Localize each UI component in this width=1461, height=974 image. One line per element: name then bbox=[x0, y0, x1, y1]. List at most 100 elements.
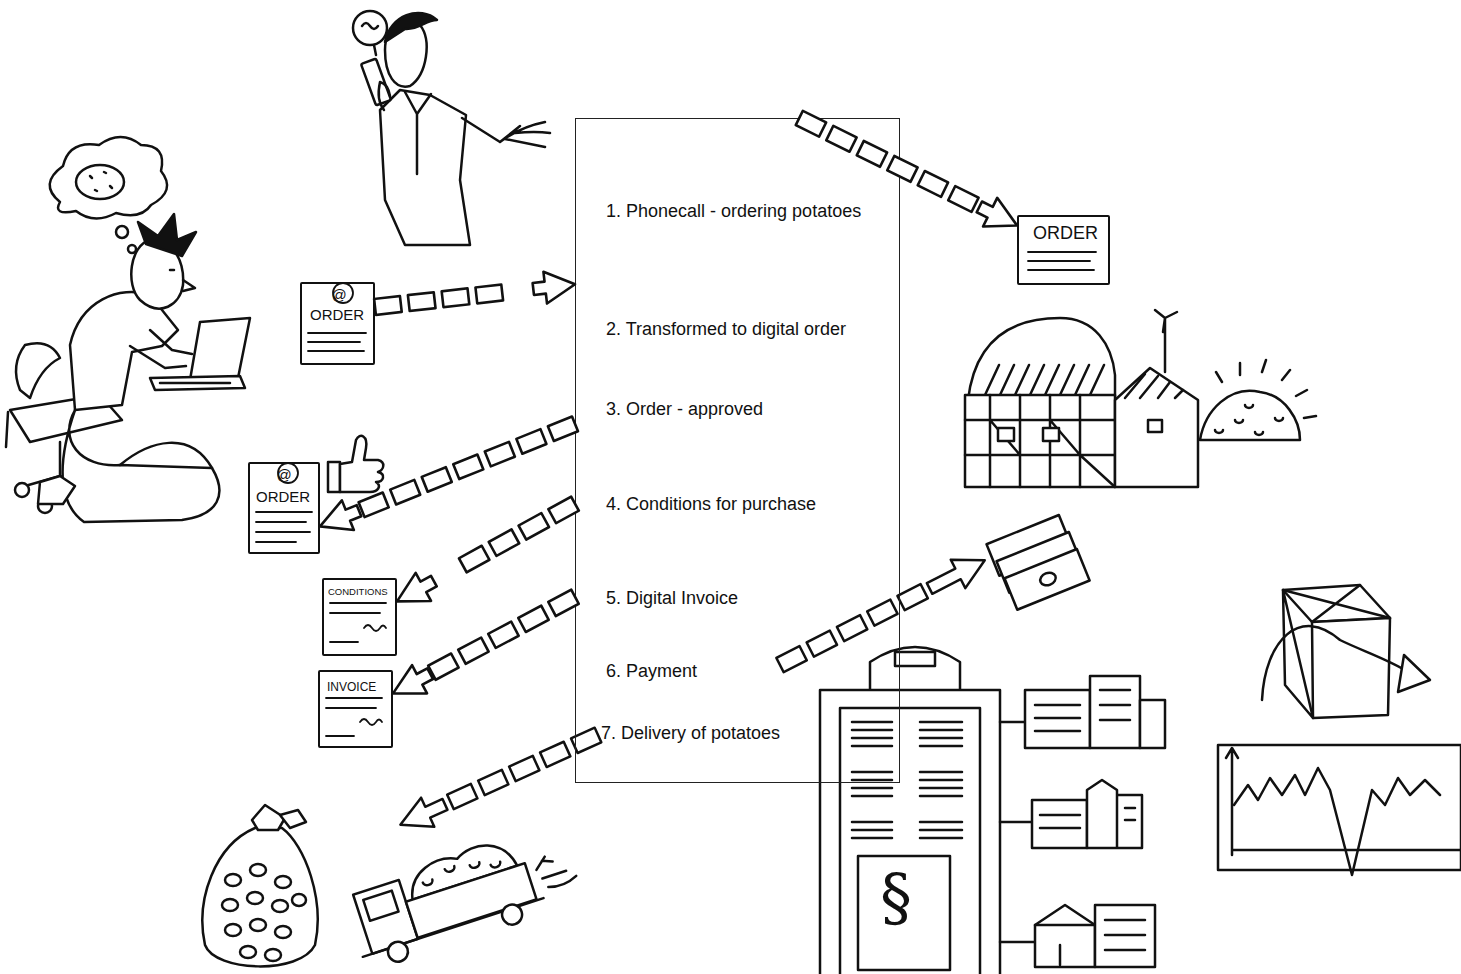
person-at-laptop-part bbox=[38, 476, 75, 504]
man-on-phone-part bbox=[385, 13, 437, 42]
dashed-arrow bbox=[389, 490, 582, 616]
farm-part bbox=[1148, 420, 1162, 432]
arrow-dash bbox=[548, 590, 578, 616]
arrow-dash bbox=[489, 529, 519, 556]
potato-sack-part bbox=[252, 805, 285, 830]
farm-part bbox=[1043, 428, 1059, 441]
office-buildings-part bbox=[1140, 700, 1165, 748]
document-title: ORDER bbox=[310, 306, 364, 323]
farm-part bbox=[998, 428, 1014, 441]
step-text: 4. Conditions for purchase bbox=[606, 494, 816, 515]
delivery-truck bbox=[341, 820, 584, 972]
arrow-dash bbox=[519, 513, 549, 540]
arrow-dash bbox=[408, 292, 436, 311]
document-lines-part bbox=[308, 333, 366, 351]
arrow-dash bbox=[796, 111, 826, 137]
bank-building-part bbox=[1000, 722, 1035, 942]
payment-arrow-part bbox=[897, 584, 927, 610]
man-on-phone-part bbox=[361, 59, 391, 106]
bank-building-part bbox=[870, 647, 960, 692]
document-lines-part bbox=[333, 283, 353, 303]
arrow-head bbox=[972, 193, 1024, 240]
arrow-dash bbox=[548, 497, 578, 524]
document-title: CONDITIONS bbox=[328, 587, 388, 598]
person-at-laptop-part bbox=[63, 410, 220, 522]
dashed-arrow bbox=[314, 409, 581, 541]
thought-bubble-part bbox=[128, 245, 136, 253]
cube-part bbox=[1283, 585, 1390, 622]
document-title: ORDER bbox=[1033, 223, 1098, 244]
cube bbox=[1262, 585, 1430, 718]
man-on-phone-part bbox=[462, 118, 550, 147]
office-buildings-part bbox=[1090, 676, 1140, 748]
steps-box: 1. Phonecall - ordering potatoes2. Trans… bbox=[575, 118, 900, 783]
payment-arrow-part bbox=[776, 646, 806, 672]
arrow-dash bbox=[459, 546, 489, 573]
delivery-arrow-part bbox=[447, 784, 477, 809]
farm-part bbox=[1200, 391, 1300, 440]
person-at-laptop-part bbox=[150, 376, 245, 390]
farm-part bbox=[965, 395, 1115, 487]
arrow-dash bbox=[374, 296, 402, 315]
farm-part bbox=[1215, 405, 1283, 435]
arrow-head bbox=[531, 268, 576, 305]
arrow-dash bbox=[857, 141, 887, 167]
thought-bubble-part bbox=[50, 137, 167, 219]
office-buildings-part bbox=[1032, 800, 1087, 848]
delivery-truck-part bbox=[363, 891, 398, 921]
farm-part bbox=[985, 365, 1104, 395]
person-at-laptop-part bbox=[160, 382, 230, 385]
cube-part bbox=[1262, 626, 1408, 700]
cube-part bbox=[1398, 655, 1430, 692]
delivery-truck-part bbox=[533, 849, 577, 891]
at-symbol: @ bbox=[276, 466, 291, 483]
step-text: 7. Delivery of potatoes bbox=[601, 723, 780, 744]
person-at-laptop bbox=[6, 214, 250, 522]
potato-sack-part bbox=[202, 828, 317, 966]
arrow-dash bbox=[475, 285, 503, 304]
arrow-dash bbox=[428, 653, 458, 679]
arrow-dash bbox=[485, 442, 515, 467]
document-lines-part bbox=[256, 512, 312, 542]
office-buildings-part bbox=[1035, 925, 1095, 967]
at-symbol: @ bbox=[331, 286, 346, 303]
arrow-dash bbox=[887, 156, 917, 182]
thought-bubble-part bbox=[76, 165, 124, 199]
arrow-dash bbox=[948, 186, 978, 212]
person-at-laptop-part bbox=[130, 330, 192, 368]
digital-order-document: @ ORDER bbox=[300, 282, 375, 365]
farm-part bbox=[1115, 368, 1198, 487]
arrow-dash bbox=[516, 429, 546, 454]
delivery-arrow-part bbox=[509, 756, 539, 781]
delivery-arrow-part bbox=[478, 770, 508, 795]
farm-part bbox=[968, 318, 1115, 400]
payment-arrow-part bbox=[867, 600, 897, 626]
farm-part bbox=[1125, 374, 1183, 398]
document-title: INVOICE bbox=[327, 681, 376, 695]
thought-bubble-part bbox=[116, 226, 128, 238]
person-at-laptop-part bbox=[170, 270, 195, 291]
arrow-head bbox=[314, 496, 365, 541]
potato-sack bbox=[202, 805, 317, 966]
invoice-document: INVOICE bbox=[318, 670, 393, 748]
man-on-phone-part bbox=[380, 90, 470, 245]
payment-arrow-part bbox=[837, 615, 867, 641]
arrow-dash bbox=[518, 606, 548, 632]
approved-order-document: @ORDER bbox=[248, 462, 320, 554]
document-lines bbox=[256, 252, 1096, 736]
office-buildings bbox=[1025, 676, 1165, 967]
delivery-arrow-part bbox=[394, 790, 452, 839]
cube-part bbox=[1283, 590, 1313, 718]
line-chart bbox=[1218, 745, 1461, 875]
bank-building-part bbox=[852, 722, 962, 838]
office-buildings-part bbox=[1060, 920, 1145, 965]
arrow-dash bbox=[453, 455, 483, 480]
document-lines-part bbox=[278, 463, 298, 483]
delivery-truck-part bbox=[406, 863, 537, 938]
money bbox=[987, 515, 1090, 610]
delivery-arrow bbox=[394, 720, 605, 839]
arrow-dash bbox=[918, 171, 948, 197]
farm bbox=[965, 310, 1316, 487]
